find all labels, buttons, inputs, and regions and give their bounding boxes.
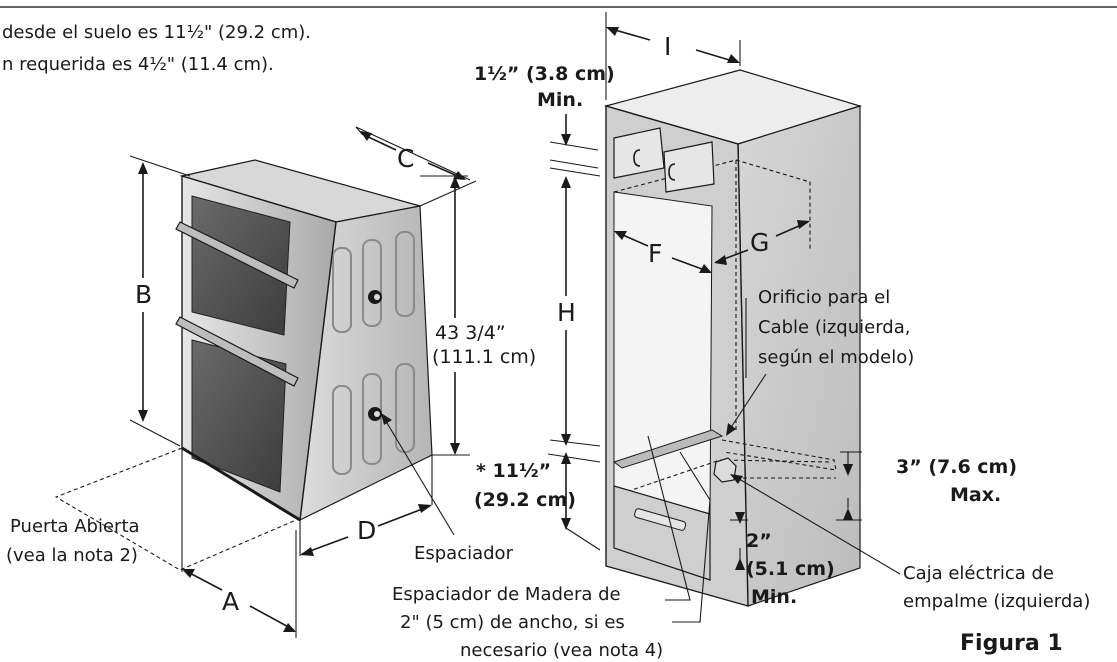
espaciador-leader	[383, 417, 455, 536]
svg-text:A: A	[222, 587, 239, 616]
label-orificio-2: Cable (izquierda,	[758, 317, 910, 338]
dimension-max	[836, 451, 862, 521]
madera-leader-2	[672, 451, 711, 623]
dimension-g: G	[714, 220, 810, 265]
label-orificio-3: según el modelo)	[758, 347, 914, 368]
label-two-1: 2”	[746, 530, 772, 552]
svg-text:D: D	[357, 516, 376, 545]
dimension-a: A	[181, 448, 297, 638]
dimension-d: D	[299, 455, 433, 556]
label-puerta-1: Puerta Abierta	[10, 516, 140, 537]
figure-label: Figura 1	[960, 631, 1063, 656]
label-two-2: (5.1 cm)	[746, 558, 835, 580]
label-top-min-2: Min.	[537, 89, 583, 111]
dimension-b: B	[129, 155, 191, 447]
note-line-1: desde el suelo es 11½" (29.2 cm).	[2, 22, 311, 43]
label-max-2: Max.	[950, 484, 1001, 506]
label-caja-1: Caja eléctrica de	[903, 563, 1054, 584]
label-top-min-1: 1½” (3.8 cm)	[474, 63, 615, 85]
dimension-h: H	[549, 167, 601, 447]
orificio-leader	[727, 373, 767, 433]
label-madera-2: 2" (5 cm) de ancho, si es	[400, 612, 625, 633]
label-bottom-2: (29.2 cm)	[474, 489, 576, 511]
dimension-two-min	[730, 512, 748, 570]
dimension-height: 43 3/4” (111.1 cm)	[420, 175, 536, 456]
svg-text:H: H	[557, 298, 576, 327]
dimension-i: I	[605, 12, 741, 100]
dimension-top-min	[549, 114, 599, 169]
label-orificio-1: Orificio para el	[758, 287, 890, 308]
svg-text:B: B	[135, 280, 152, 309]
label-two-3: Min.	[751, 586, 797, 608]
madera-leader-1	[647, 435, 691, 601]
label-caja-2: empalme (izquierda)	[903, 591, 1090, 612]
label-madera-3: necesario (vea nota 4)	[460, 640, 663, 661]
svg-text:C: C	[397, 144, 414, 173]
svg-text:I: I	[664, 32, 671, 61]
dimension-f: F	[614, 231, 712, 273]
svg-text:43 3/4”: 43 3/4”	[435, 322, 506, 344]
label-max-1: 3” (7.6 cm)	[896, 456, 1017, 478]
cabinet	[603, 69, 863, 607]
wall-oven	[175, 159, 433, 522]
dimension-bottom	[547, 452, 601, 551]
svg-text:G: G	[750, 228, 769, 257]
svg-text:(111.1 cm): (111.1 cm)	[432, 346, 536, 368]
caja-leader	[733, 475, 901, 575]
label-puerta-2: (vea la nota 2)	[6, 545, 138, 566]
note-line-2: n requerida es 4½" (11.4 cm).	[2, 54, 274, 75]
label-bottom-1: * 11½”	[476, 460, 551, 482]
svg-text:F: F	[648, 239, 662, 268]
label-madera-1: Espaciador de Madera de	[392, 584, 621, 605]
label-espaciador: Espaciador	[414, 543, 514, 564]
